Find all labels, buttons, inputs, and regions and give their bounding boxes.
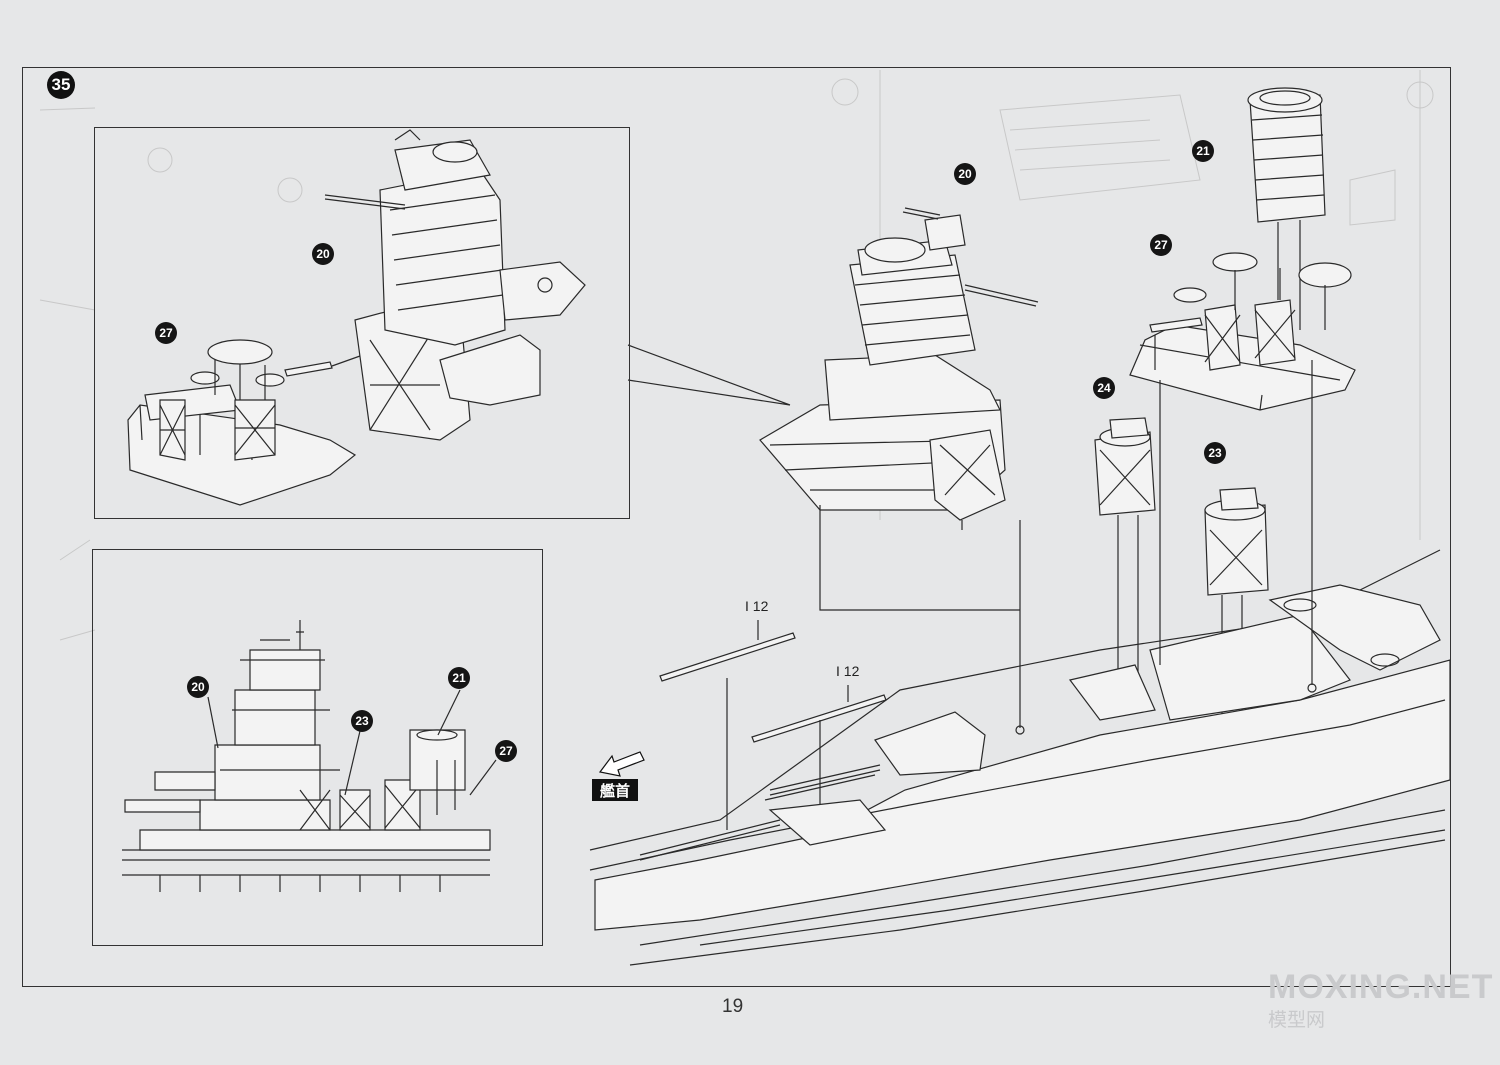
part-21-badge-side: 21: [448, 667, 470, 689]
inset-side-view-frame: [92, 549, 543, 946]
page-number: 19: [722, 996, 744, 1017]
funnel-part-drawing: [1247, 87, 1326, 330]
part-20-badge-main: 20: [954, 163, 976, 185]
part-24-drawing: [1094, 417, 1156, 690]
watermark-text: MOXING.NET: [1268, 968, 1494, 1006]
part-23-drawing: [1204, 487, 1269, 745]
inset-side-elevation-drawing: [122, 620, 497, 892]
part-20-badge-side: 20: [187, 676, 209, 698]
part-23-badge-side: 23: [351, 710, 373, 732]
part-23-badge-main: 23: [1204, 442, 1226, 464]
inset-bridge-frame: [94, 127, 630, 519]
tripod-base-part-drawing: [1129, 252, 1356, 411]
part-27-badge-inset: 27: [155, 322, 177, 344]
part-20-badge-inset: 20: [312, 243, 334, 265]
main-bridge-assembly-drawing: [759, 207, 1039, 530]
step-number-badge: 35: [47, 71, 75, 99]
inset-bridge-exploded-drawing: [127, 129, 586, 506]
railing-part-label-lower: I 12: [836, 663, 860, 679]
bow-direction-label: 艦首: [592, 779, 638, 801]
detail-pointer-lines: [627, 344, 791, 406]
part-21-badge-main: 21: [1192, 140, 1214, 162]
part-27-badge-side: 27: [495, 740, 517, 762]
railing-part-label-upper: I 12: [745, 598, 769, 614]
part-27-badge-main: 27: [1150, 234, 1172, 256]
hull-deck-drawing: [589, 360, 1451, 966]
step-frame: [22, 67, 1451, 987]
watermark-subtext: 模型网: [1268, 1009, 1326, 1031]
part-24-badge-main: 24: [1093, 377, 1115, 399]
